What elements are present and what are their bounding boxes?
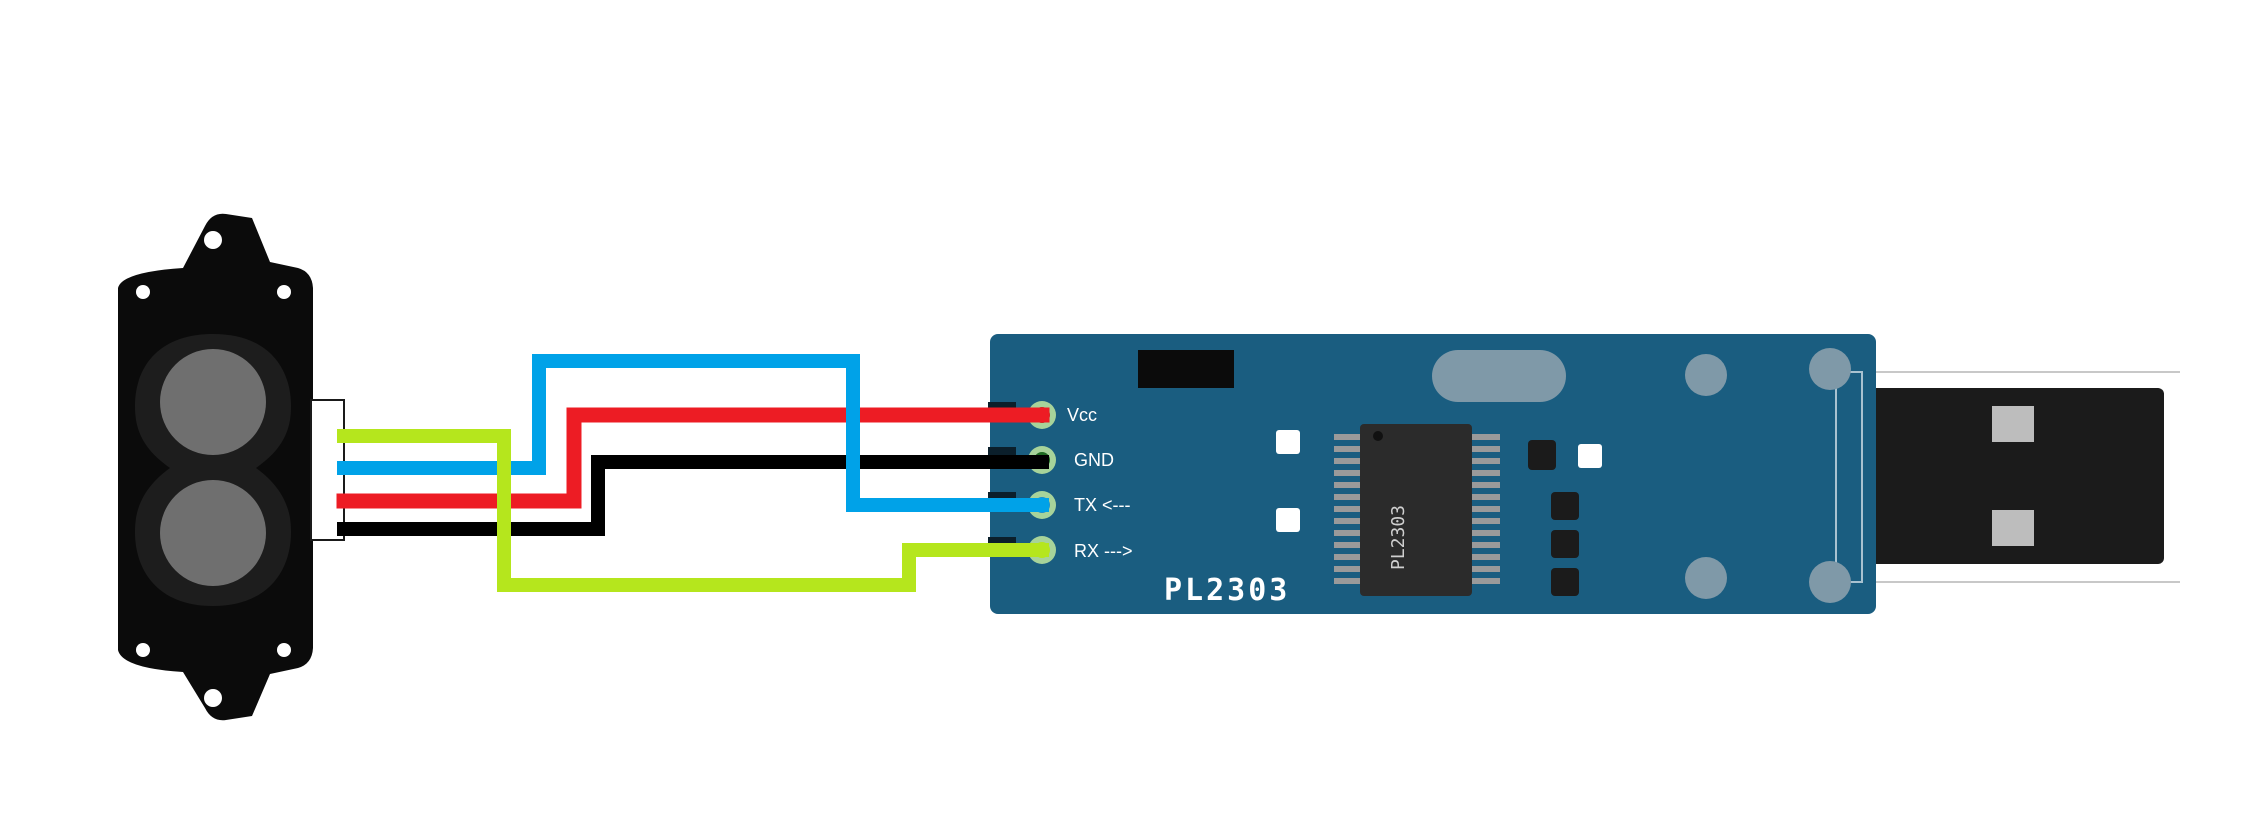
board-hole-2	[1809, 348, 1851, 390]
screw-hole-bottom-right	[277, 643, 291, 657]
distance-sensor	[118, 213, 345, 721]
mounting-hole-top	[204, 231, 222, 249]
ic-chip-legs	[1334, 434, 1500, 584]
ic-chip	[1360, 424, 1472, 596]
screw-hole-bottom-left	[136, 643, 150, 657]
wire-rx-green	[337, 429, 1049, 592]
board-black-component	[1138, 350, 1234, 388]
smd-component-1	[1528, 440, 1556, 470]
board-hole-3	[1685, 557, 1727, 599]
screw-hole-top-right	[277, 285, 291, 299]
wire-vcc-red	[336, 407, 1050, 509]
smd-component-4	[1551, 568, 1579, 596]
mounting-hole-bottom	[204, 689, 222, 707]
board-hole-1	[1685, 354, 1727, 396]
wires	[336, 354, 1050, 592]
pin-label-vcc: Vcc	[1067, 405, 1097, 425]
smd-pad-3	[1578, 444, 1602, 468]
board-label: PL2303	[1164, 573, 1290, 608]
ic-chip-label: PL2303	[1388, 505, 1409, 570]
board-hole-4	[1809, 561, 1851, 603]
smd-pad-1	[1276, 430, 1300, 454]
pl2303-usb-ttl-board: PL2303 PL2303 Vcc GND TX <--- RX --->	[988, 334, 2180, 614]
smd-component-2	[1551, 492, 1579, 520]
sensor-lens-top	[160, 349, 266, 455]
usb-plug	[1858, 388, 2164, 564]
pin-label-gnd: GND	[1074, 450, 1114, 470]
smd-pad-2	[1276, 508, 1300, 532]
screw-hole-top-left	[136, 285, 150, 299]
crystal-oscillator	[1432, 350, 1566, 402]
sensor-lens-bottom	[160, 480, 266, 586]
ic-chip-pin1-dot	[1373, 431, 1383, 441]
pin-label-rx: RX --->	[1074, 541, 1133, 561]
usb-contact-top	[1992, 406, 2034, 442]
smd-component-3	[1551, 530, 1579, 558]
wire-gnd-black	[337, 455, 1049, 536]
usb-contact-bottom	[1992, 510, 2034, 546]
pin-label-tx: TX <---	[1074, 495, 1131, 515]
